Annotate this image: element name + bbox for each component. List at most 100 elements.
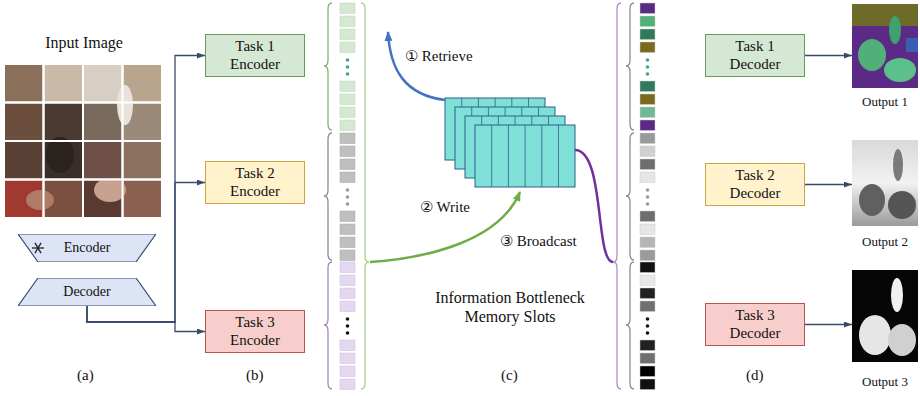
token: [640, 107, 655, 118]
grid-line: [122, 65, 124, 218]
ellipsis-dot: [346, 317, 350, 321]
token: [640, 159, 655, 170]
connector-arrow: [805, 184, 852, 185]
token: [640, 3, 655, 14]
brace: [626, 133, 634, 260]
figure: [94, 178, 126, 202]
token: [640, 94, 655, 105]
token: [640, 146, 655, 157]
task-encoder: Task 2 Encoder: [205, 161, 305, 204]
token: [640, 81, 655, 92]
token: [340, 250, 355, 261]
segmentation-output: [852, 4, 918, 88]
output-image: Output 3: [852, 270, 918, 390]
token: [640, 224, 655, 235]
ellipsis-dot: [346, 65, 350, 69]
ellipsis-dot: [646, 324, 650, 328]
ellipsis-dot: [346, 202, 350, 206]
slot-divider: [558, 125, 559, 187]
node-label: Encoder: [64, 240, 111, 256]
task-decoder: Task 3 Decoder: [705, 303, 805, 346]
region: [859, 315, 891, 355]
ellipsis-dot: [646, 195, 650, 199]
region: [906, 38, 918, 52]
image-patch: [5, 104, 43, 141]
trapezoid-shape: [18, 278, 156, 306]
ellipsis-dot: [346, 331, 350, 335]
token: [340, 275, 355, 286]
box-label: Task 3 Encoder: [223, 314, 287, 349]
snowflake-symbol: [35, 243, 41, 253]
box-label: Task 2 Decoder: [723, 167, 787, 202]
token: [340, 288, 355, 299]
depth-output: [852, 140, 918, 226]
region: [884, 58, 916, 82]
node-label: Output 1: [862, 95, 908, 110]
connector-arrow: [87, 306, 205, 332]
token: [340, 133, 355, 144]
node-label: Output 2: [862, 235, 908, 250]
node-label: Output 3: [862, 375, 908, 390]
region: [858, 39, 886, 71]
image-ground: [852, 4, 918, 88]
image-patch: [124, 142, 162, 179]
token: [640, 262, 655, 273]
image-patch: [84, 104, 122, 141]
region: [852, 4, 918, 26]
brace: [361, 3, 369, 389]
token: [340, 107, 355, 118]
connector-arrow: [805, 55, 852, 56]
image-patch: [5, 142, 43, 179]
image-patch: [45, 104, 83, 141]
token: [640, 301, 655, 312]
memory-caption: Information Bottleneck Memory Slots: [425, 288, 595, 326]
task-encoder: Task 1 Encoder: [205, 34, 305, 77]
figure: [117, 85, 133, 125]
token: [340, 262, 355, 273]
token: [340, 366, 355, 377]
region: [859, 184, 885, 216]
token: [640, 211, 655, 222]
box-label: Task 1 Encoder: [223, 38, 287, 73]
brace: [324, 133, 332, 260]
broadcast-arrow: [575, 150, 613, 262]
memory-slot: [475, 125, 575, 187]
trapezoid-shape: [18, 234, 156, 262]
panel-label: (c): [501, 366, 518, 384]
brace: [324, 262, 332, 389]
grid-line: [5, 140, 163, 142]
token: [340, 224, 355, 235]
panel-label: (d): [746, 366, 764, 384]
write-arrow: [370, 192, 520, 262]
token: [640, 275, 655, 286]
panel-label: (a): [77, 366, 94, 384]
image-patch: [45, 65, 83, 102]
token: [640, 29, 655, 40]
node-label: Input Image: [45, 34, 123, 52]
token: [340, 146, 355, 157]
output-image: Output 2: [852, 140, 918, 250]
token: [340, 353, 355, 364]
token: [640, 288, 655, 299]
step-label: ① Retrieve: [405, 47, 473, 65]
image-patch: [84, 65, 122, 102]
token: [340, 3, 355, 14]
token: [640, 16, 655, 27]
ellipsis-dot: [646, 331, 650, 335]
token: [640, 250, 655, 261]
region: [891, 278, 903, 312]
step-label: ② Write: [420, 198, 470, 216]
brace: [626, 3, 634, 130]
token: [340, 29, 355, 40]
box-label: Task 1 Decoder: [723, 38, 787, 73]
frozen-encoder: Encoder: [18, 234, 156, 262]
token: [340, 16, 355, 27]
image-patch: [5, 65, 43, 102]
input-image: Input Image: [5, 34, 163, 218]
panel-label: (b): [246, 366, 264, 384]
token: [340, 211, 355, 222]
image-ground: [852, 270, 918, 362]
token: [340, 237, 355, 248]
step-label: ③ Broadcast: [500, 232, 577, 250]
